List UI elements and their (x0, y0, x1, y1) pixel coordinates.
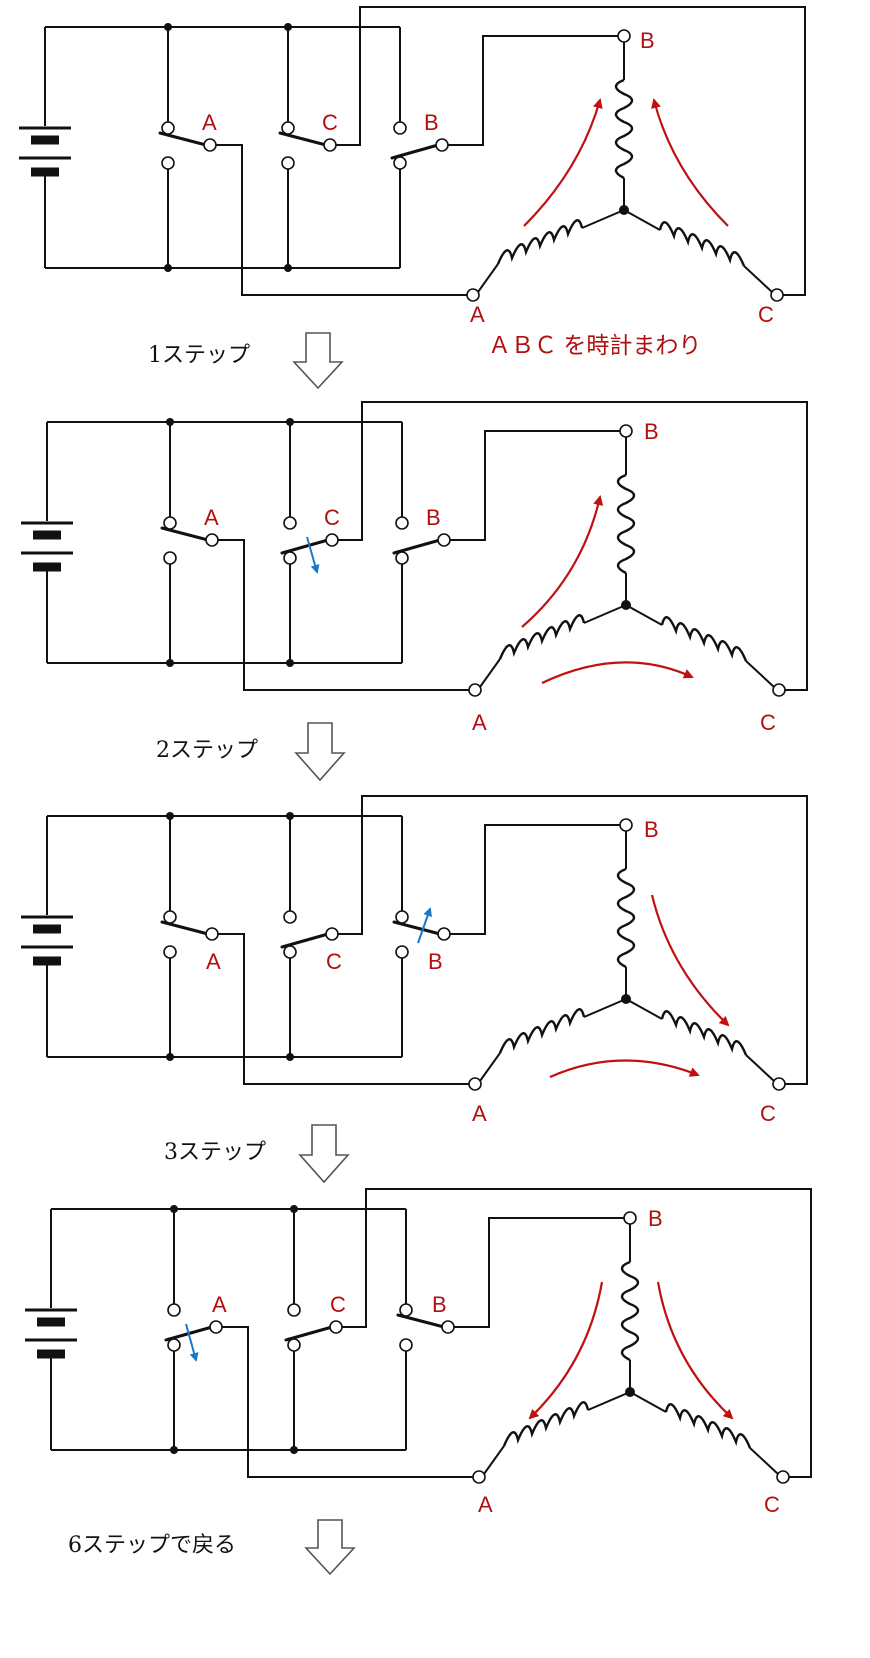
panel-1: A C B B A C ＡＢＣ を時計まわり 1ステ (19, 6, 806, 390)
terminal-label-b: B (640, 28, 655, 53)
step-text: 2ステップ (156, 738, 258, 763)
panel-4: A C B B A C 6ステップで戻る (25, 1188, 812, 1576)
switch-motion-arrow (417, 907, 432, 944)
terminal-label-b: B (648, 1206, 663, 1231)
terminal-label-b: B (644, 817, 659, 842)
panel-3: A C B B A C 3ステップ (21, 795, 808, 1184)
down-arrow-icon (294, 722, 346, 782)
rotation-note: ＡＢＣ を時計まわり (488, 332, 701, 358)
switch-b (390, 121, 449, 170)
down-arrow-icon (304, 1519, 356, 1576)
switch-c (278, 121, 337, 170)
switch-b (392, 516, 451, 565)
star-winding (472, 1211, 790, 1484)
switch-motion-arrow (306, 536, 320, 574)
terminal-label-a: A (472, 710, 487, 735)
switch-motion-arrow (185, 1323, 199, 1362)
switch-c (280, 910, 339, 959)
terminal-label-c: C (758, 302, 774, 327)
battery (25, 1209, 77, 1450)
step-text: 1ステップ (148, 343, 250, 368)
terminal-label-a: A (472, 1101, 487, 1126)
terminal-label-a: A (478, 1492, 493, 1517)
switch-label-c: C (322, 110, 338, 135)
switch-label-c: C (330, 1292, 346, 1317)
star-winding (468, 818, 786, 1091)
switch-label-c: C (324, 505, 340, 530)
switch-label-a: A (202, 110, 217, 135)
down-arrow-icon (298, 1124, 350, 1184)
switch-label-b: B (426, 505, 441, 530)
switch-a (158, 121, 217, 170)
step-text: 6ステップで戻る (68, 1533, 236, 1558)
switch-a (160, 516, 219, 565)
switch-label-b: B (432, 1292, 447, 1317)
switch-b (392, 907, 451, 959)
switch-label-b: B (424, 110, 439, 135)
switch-label-b: B (428, 949, 443, 974)
switch-label-a: A (204, 505, 219, 530)
battery (21, 422, 73, 663)
star-winding (468, 424, 786, 697)
terminal-label-b: B (644, 419, 659, 444)
switch-label-a: A (206, 949, 221, 974)
step-text: 3ステップ (164, 1140, 266, 1165)
panel-2: A C B B A C 2ステップ (21, 401, 808, 782)
battery (19, 27, 71, 268)
star-winding (466, 29, 784, 302)
down-arrow-icon (292, 332, 344, 390)
terminal-label-c: C (760, 710, 776, 735)
switch-label-a: A (212, 1292, 227, 1317)
terminal-label-c: C (760, 1101, 776, 1126)
switch-a (164, 1303, 223, 1362)
switch-label-c: C (326, 949, 342, 974)
battery (21, 816, 73, 1057)
terminal-label-c: C (764, 1492, 780, 1517)
terminal-label-a: A (470, 302, 485, 327)
